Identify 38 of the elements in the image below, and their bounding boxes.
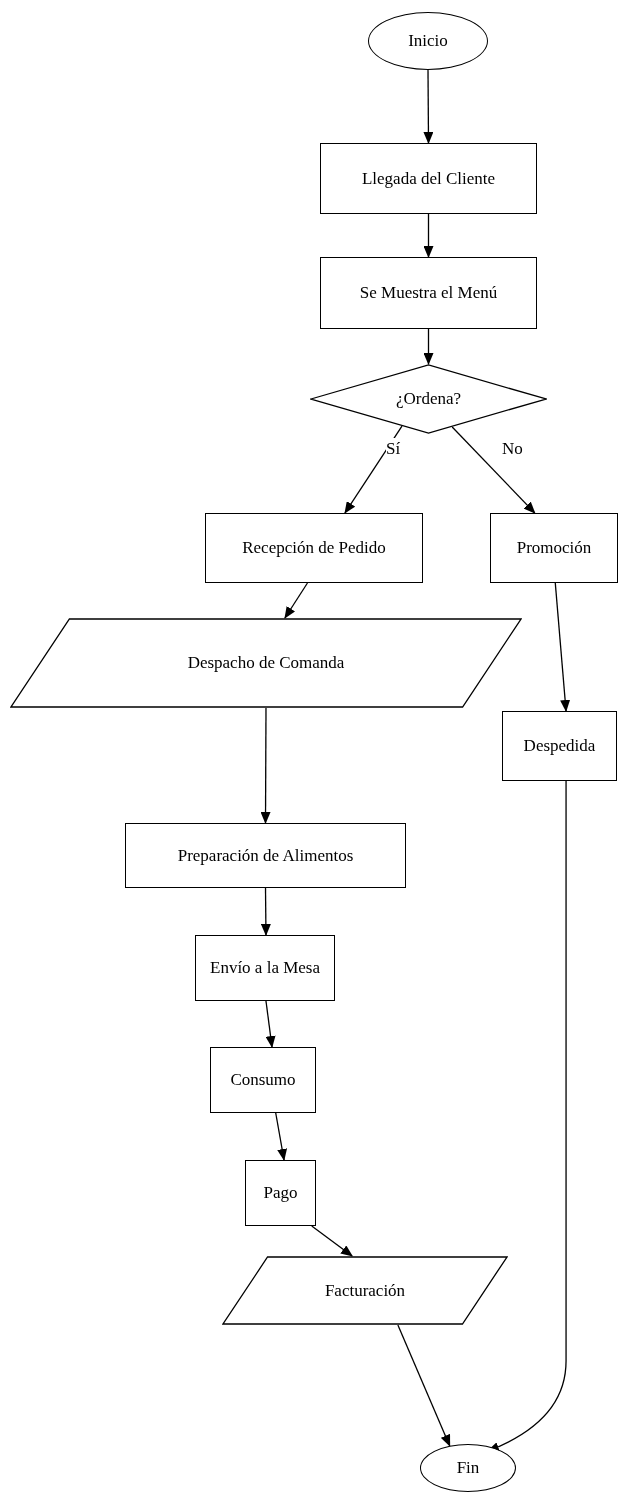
arrow (275, 1112, 288, 1161)
process-box (210, 1047, 316, 1113)
arrow (260, 707, 271, 824)
io-parallelogram (222, 1256, 508, 1325)
node-label: Despacho de Comanda (187, 652, 345, 675)
node-label: Promoción (516, 537, 592, 560)
io-parallelogram (10, 618, 522, 708)
arrow (260, 887, 271, 936)
arrow (284, 582, 309, 619)
node-label: Consumo (230, 1069, 296, 1092)
arrow (311, 1225, 353, 1257)
node-label: Se Muestra el Menú (359, 282, 498, 305)
node-label: Recepción de Pedido (242, 537, 386, 560)
process-box (205, 513, 423, 583)
process-box (245, 1160, 316, 1226)
arrow (423, 213, 434, 258)
process-box (502, 711, 617, 781)
arrow (423, 69, 434, 144)
node-label: Inicio (408, 30, 448, 53)
node-label: Fin (456, 1457, 480, 1480)
arrow (554, 582, 571, 712)
node-label: Pago (263, 1182, 298, 1205)
process-box (320, 257, 537, 329)
node-label: Facturación (324, 1279, 406, 1302)
arrow (423, 328, 434, 365)
arrow (451, 426, 536, 514)
node-label: Envío a la Mesa (210, 957, 320, 980)
node-label: ¿Ordena? (395, 388, 462, 411)
decision-diamond (310, 364, 547, 434)
node-label: Preparación de Alimentos (177, 844, 354, 867)
process-box (490, 513, 618, 583)
arrow (344, 425, 403, 514)
node-label: Despedida (523, 735, 596, 758)
process-box (195, 935, 335, 1001)
node-label: Llegada del Cliente (361, 167, 496, 190)
process-box (320, 143, 537, 214)
process-box (125, 823, 406, 888)
arrow (265, 1000, 276, 1048)
